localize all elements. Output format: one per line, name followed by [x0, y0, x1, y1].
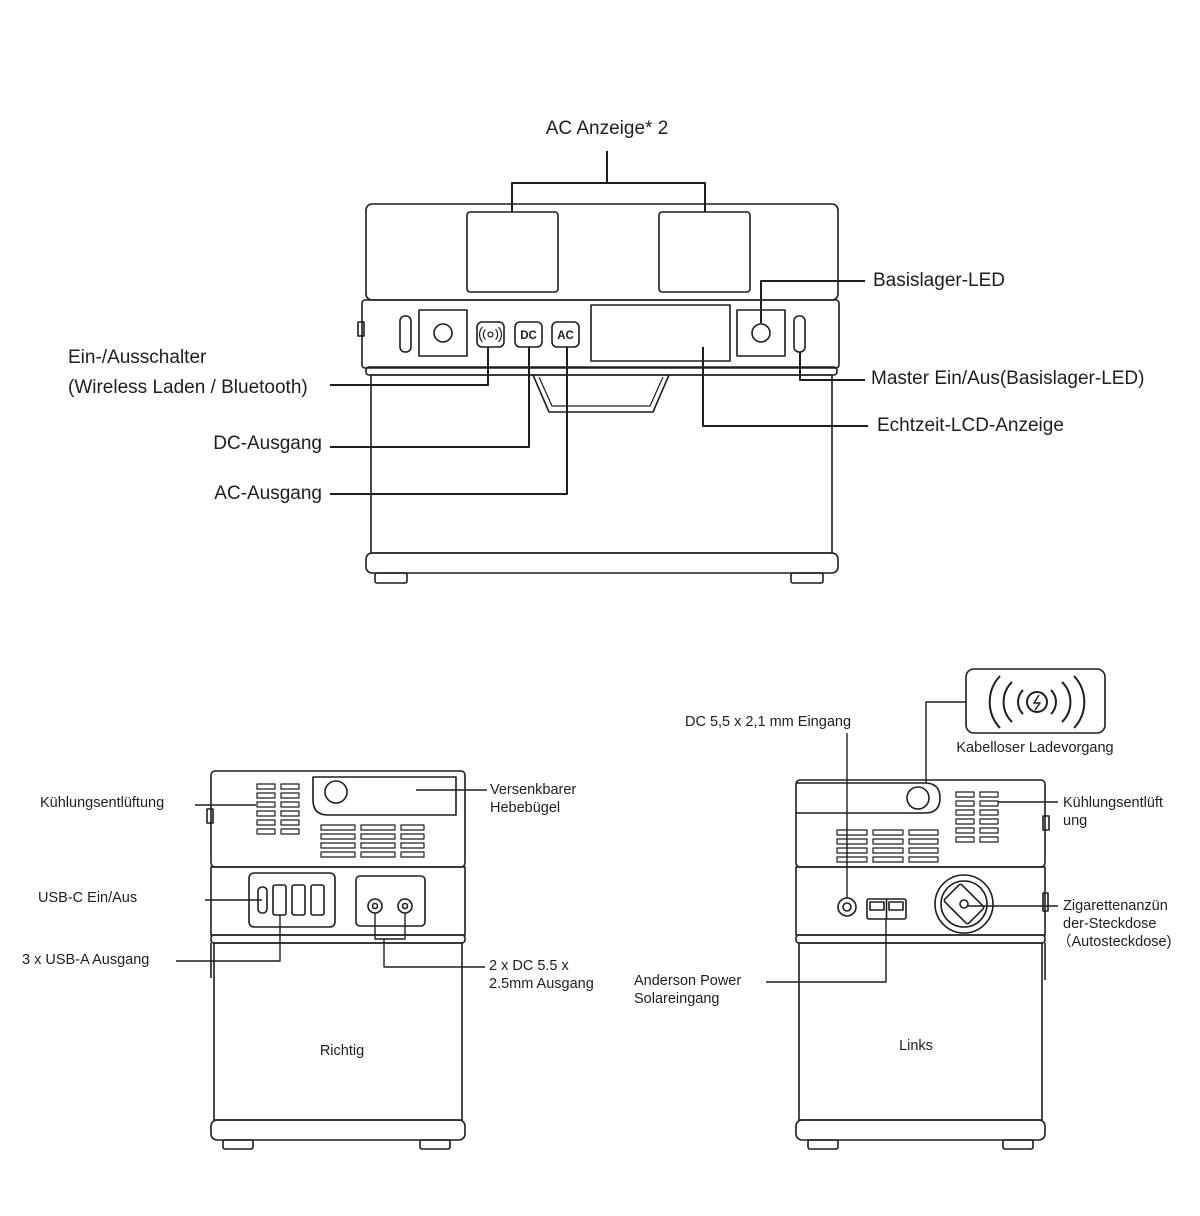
label-right-vent: Kühlungsentlüftung	[40, 795, 165, 811]
label-anderson-line2: Solareingang	[634, 991, 720, 1007]
right-view-device	[206, 770, 466, 1150]
right-view-foot-right	[419, 1139, 451, 1150]
front-foot-left	[374, 572, 408, 584]
right-side-vent	[256, 783, 300, 835]
label-ac-output: AC-Ausgang	[214, 483, 322, 504]
label-cig-line2: der-Steckdose	[1063, 916, 1157, 932]
wireless-button	[476, 321, 505, 348]
right-view-leader-lines	[176, 789, 487, 968]
label-dc-input: DC 5,5 x 2,1 mm Eingang	[684, 714, 852, 730]
label-switch-line2: (Wireless Laden / Bluetooth)	[68, 377, 308, 398]
usb-a-port-2	[291, 884, 306, 916]
label-dc55-line2: 2.5mm Ausgang	[489, 976, 594, 992]
label-lcd: Echtzeit-LCD-Anzeige	[877, 415, 1064, 436]
front-view-device	[357, 203, 840, 584]
left-slot	[399, 315, 412, 353]
ac-button-label: AC	[557, 330, 574, 342]
left-view-device	[795, 668, 1106, 1150]
cigarette-socket	[934, 874, 994, 934]
handle-grip-circle-left	[906, 786, 930, 810]
dc55-port-2	[397, 898, 413, 914]
base-led-button	[751, 323, 771, 343]
front-leader-lines	[330, 151, 868, 495]
label-left-vent-line2: ung	[1063, 813, 1088, 829]
handle-grip-circle	[324, 780, 348, 804]
right-slot	[793, 315, 806, 353]
label-cig-line1: Zigarettenanzün	[1063, 898, 1168, 914]
label-base-led: Basislager-LED	[873, 270, 1005, 291]
lcd-display	[590, 304, 731, 362]
right-center-vent	[320, 824, 425, 858]
ac-indicator-right	[658, 211, 751, 293]
usb-a-port-1	[272, 884, 287, 916]
label-ac-indicator: AC Anzeige* 2	[545, 118, 669, 139]
left-button	[433, 323, 453, 343]
ac-indicator-left	[466, 211, 559, 293]
wireless-pad	[965, 668, 1106, 734]
ac-button	[551, 321, 580, 348]
left-side-vent	[955, 791, 999, 843]
left-view-foot-left	[807, 1139, 839, 1150]
label-handle-line1: Versenkbarer	[490, 782, 577, 798]
left-view-foot-right	[1002, 1139, 1034, 1150]
left-center-vent	[836, 829, 939, 863]
right-view-foot-left	[222, 1139, 254, 1150]
left-view-leader-lines	[766, 701, 1058, 983]
label-master: Master Ein/Aus(Basislager-LED)	[871, 368, 1145, 389]
caption-left-view: Links	[899, 1038, 933, 1054]
label-cig-line3: （Autosteckdose)	[1057, 934, 1172, 950]
label-usbc: USB-C Ein/Aus	[38, 890, 138, 906]
wireless-charging-icon	[988, 675, 1086, 729]
label-left-vent-line1: Kühlungsentlüft	[1063, 795, 1163, 811]
usb-a-port-3	[310, 884, 325, 916]
label-switch-line1: Ein-/Ausschalter	[68, 347, 207, 368]
label-wireless: Kabelloser Ladevorgang	[956, 740, 1114, 756]
left-button-housing	[418, 309, 468, 357]
label-usba: 3 x USB-A Ausgang	[22, 952, 150, 968]
dc55-port-1	[367, 898, 383, 914]
label-dc-output: DC-Ausgang	[213, 433, 322, 454]
label-handle-line2: Hebebügel	[490, 800, 561, 816]
dc55-panel	[355, 875, 426, 927]
front-foot-right	[790, 572, 824, 584]
label-anderson-line1: Anderson Power	[634, 973, 742, 989]
dc-input-port	[837, 897, 857, 917]
wireless-icon	[478, 326, 503, 343]
caption-right-view: Richtig	[319, 1043, 365, 1059]
dc-button-label: DC	[520, 330, 537, 342]
label-dc55-line1: 2 x DC 5.5 x	[489, 958, 569, 974]
